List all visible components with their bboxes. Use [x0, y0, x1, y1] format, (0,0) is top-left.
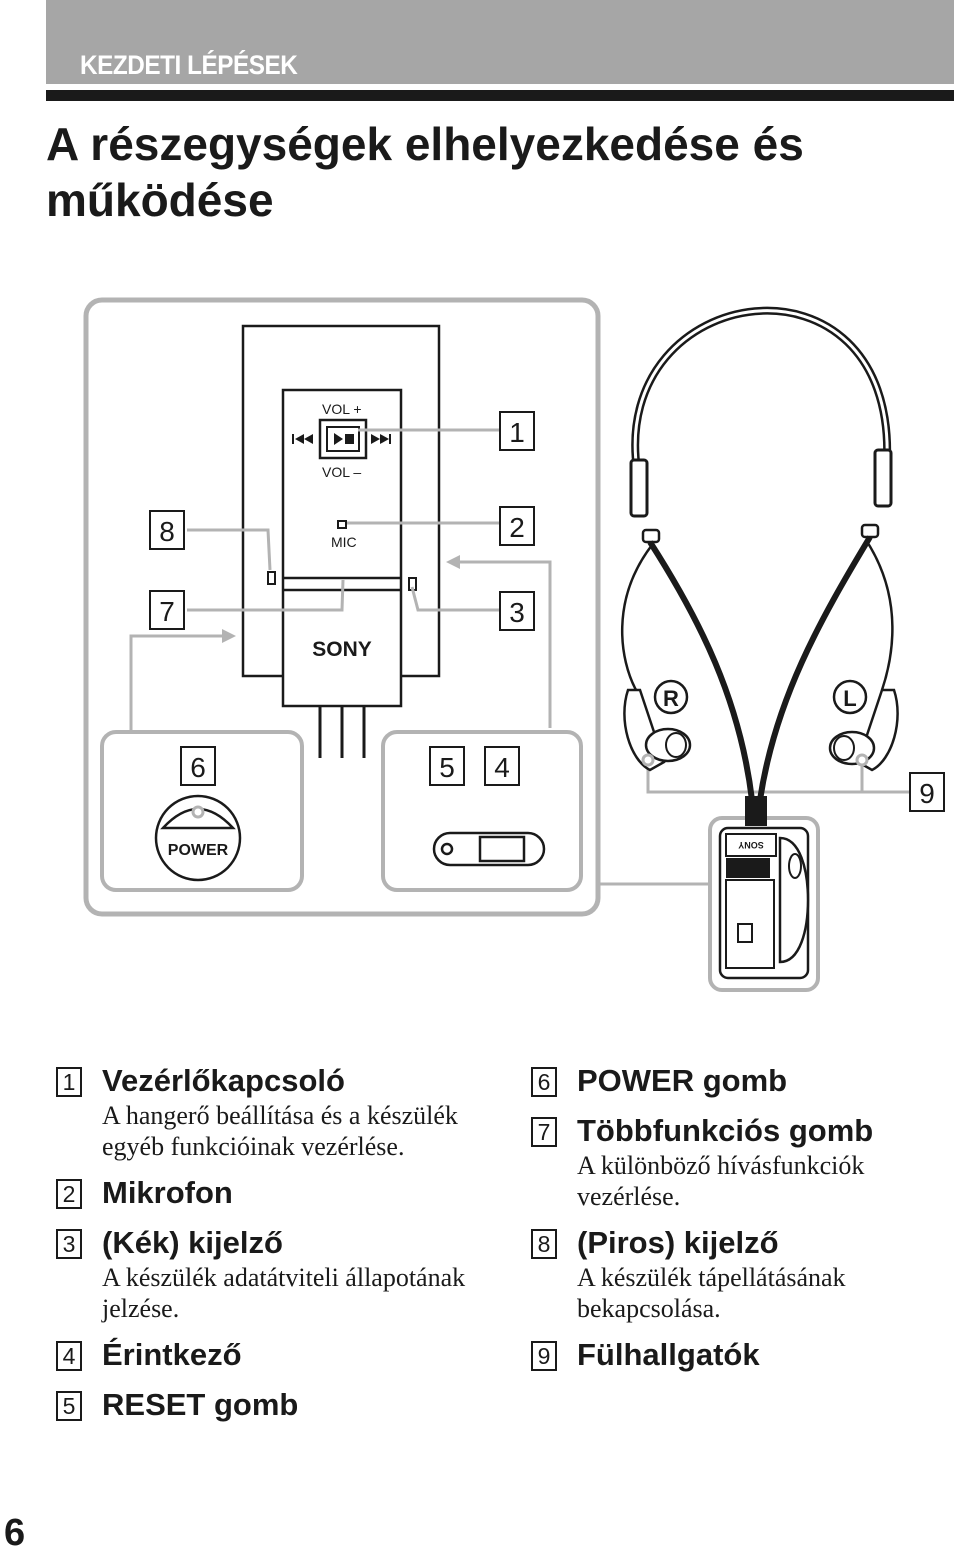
legend-left-column: 1 Vezérlőkapcsoló A hangerő beállítása é… — [50, 1062, 490, 1436]
legend-item-title: Fülhallgatók — [577, 1337, 760, 1372]
callout-6: 6 — [180, 746, 216, 786]
callout-4: 4 — [484, 746, 520, 786]
callout-5: 5 — [429, 746, 465, 786]
svg-text:5: 5 — [439, 752, 455, 783]
callout-1: 1 — [499, 411, 535, 451]
legend-item: 9 Fülhallgatók — [525, 1336, 955, 1374]
microphone-hole — [337, 520, 347, 529]
legend-number: 8 — [531, 1229, 557, 1259]
vol-plus-label: VOL + — [322, 401, 362, 417]
page-number: 6 — [4, 1512, 26, 1554]
svg-text:1: 1 — [509, 417, 525, 448]
legend-item-description: A készülék adatátviteli állapotának jelz… — [102, 1263, 466, 1323]
left-earbud — [828, 688, 899, 772]
svg-text:6: 6 — [190, 752, 206, 783]
legend-item-description: A készülék tápellátásának bekapcsolása. — [577, 1263, 846, 1323]
legend-number: 1 — [56, 1067, 82, 1097]
legend-item: 3 (Kék) kijelző A készülék adatátviteli … — [50, 1224, 490, 1324]
legend-item: 6 POWER gomb — [525, 1062, 955, 1100]
svg-text:2: 2 — [509, 512, 525, 543]
svg-text:9: 9 — [919, 778, 935, 809]
right-earbud — [623, 688, 692, 772]
device-frame — [83, 297, 601, 917]
callout-2: 2 — [499, 506, 535, 546]
brand-logo: SONY — [312, 638, 372, 661]
left-channel-icon — [832, 679, 868, 715]
mic-label: MIC — [331, 534, 357, 550]
legend-item: 5 RESET gomb — [50, 1386, 490, 1424]
svg-text:L: L — [843, 686, 856, 711]
legend-item-title: Vezérlőkapcsoló — [102, 1063, 345, 1098]
legend-item-title: Többfunkciós gomb — [577, 1113, 874, 1148]
legend-item: 4 Érintkező — [50, 1336, 490, 1374]
legend-number: 5 — [56, 1391, 82, 1421]
svg-text:3: 3 — [509, 597, 525, 628]
legend-item: 2 Mikrofon — [50, 1174, 490, 1212]
callout-9: 9 — [909, 772, 945, 812]
clip-brand-logo: SONY — [738, 840, 764, 850]
svg-text:R: R — [663, 686, 679, 711]
legend-number: 6 — [531, 1067, 557, 1097]
red-indicator — [267, 571, 276, 585]
header-rule — [46, 90, 954, 101]
legend-item-title: Érintkező — [102, 1337, 242, 1372]
legend-number: 4 — [56, 1341, 82, 1371]
legend-item-title: POWER gomb — [577, 1063, 788, 1098]
next-track-icon — [371, 434, 391, 444]
legend-item-title: RESET gomb — [102, 1387, 299, 1422]
power-label: POWER — [168, 842, 229, 859]
svg-text:7: 7 — [159, 596, 175, 627]
page-title: A részegységek elhelyezkedése és működés… — [46, 118, 804, 226]
callout-7: 7 — [149, 590, 185, 630]
legend-right-column: 6 POWER gomb 7 Többfunkciós gomb A külön… — [525, 1062, 955, 1386]
vol-minus-label: VOL – — [322, 464, 361, 480]
previous-track-icon — [292, 434, 313, 444]
callout-8: 8 — [149, 510, 185, 550]
legend-number: 3 — [56, 1229, 82, 1259]
legend-item-description: A hangerő beállítása és a készülék egyéb… — [102, 1101, 458, 1161]
header-band — [46, 0, 954, 84]
legend-number: 9 — [531, 1341, 557, 1371]
right-channel-icon — [653, 679, 689, 715]
contact-terminal — [478, 835, 526, 863]
legend-number: 7 — [531, 1117, 557, 1147]
legend-item-title: Mikrofon — [102, 1175, 233, 1210]
callout-3: 3 — [499, 591, 535, 631]
reset-detail-panel — [381, 730, 583, 892]
legend-item-title: (Piros) kijelző — [577, 1225, 779, 1260]
legend-item: 1 Vezérlőkapcsoló A hangerő beállítása é… — [50, 1062, 490, 1162]
legend-item: 8 (Piros) kijelző A készülék tápellátásá… — [525, 1224, 955, 1324]
legend-item-title: (Kék) kijelző — [102, 1225, 283, 1260]
reset-button — [440, 842, 454, 856]
parts-diagram: VOL + VOL – MIC SONY 1 2 3 8 7 — [83, 297, 945, 992]
legend-item: 7 Többfunkciós gomb A különböző hívásfun… — [525, 1112, 955, 1212]
legend-number: 2 — [56, 1179, 82, 1209]
svg-text:4: 4 — [494, 752, 510, 783]
svg-text:8: 8 — [159, 516, 175, 547]
legend-item-description: A különböző hívásfunkciók vezérlése. — [577, 1151, 865, 1211]
neckband-cable — [631, 306, 892, 471]
play-icon — [334, 433, 343, 445]
section-label: KEZDETI LÉPÉSEK — [80, 50, 298, 80]
